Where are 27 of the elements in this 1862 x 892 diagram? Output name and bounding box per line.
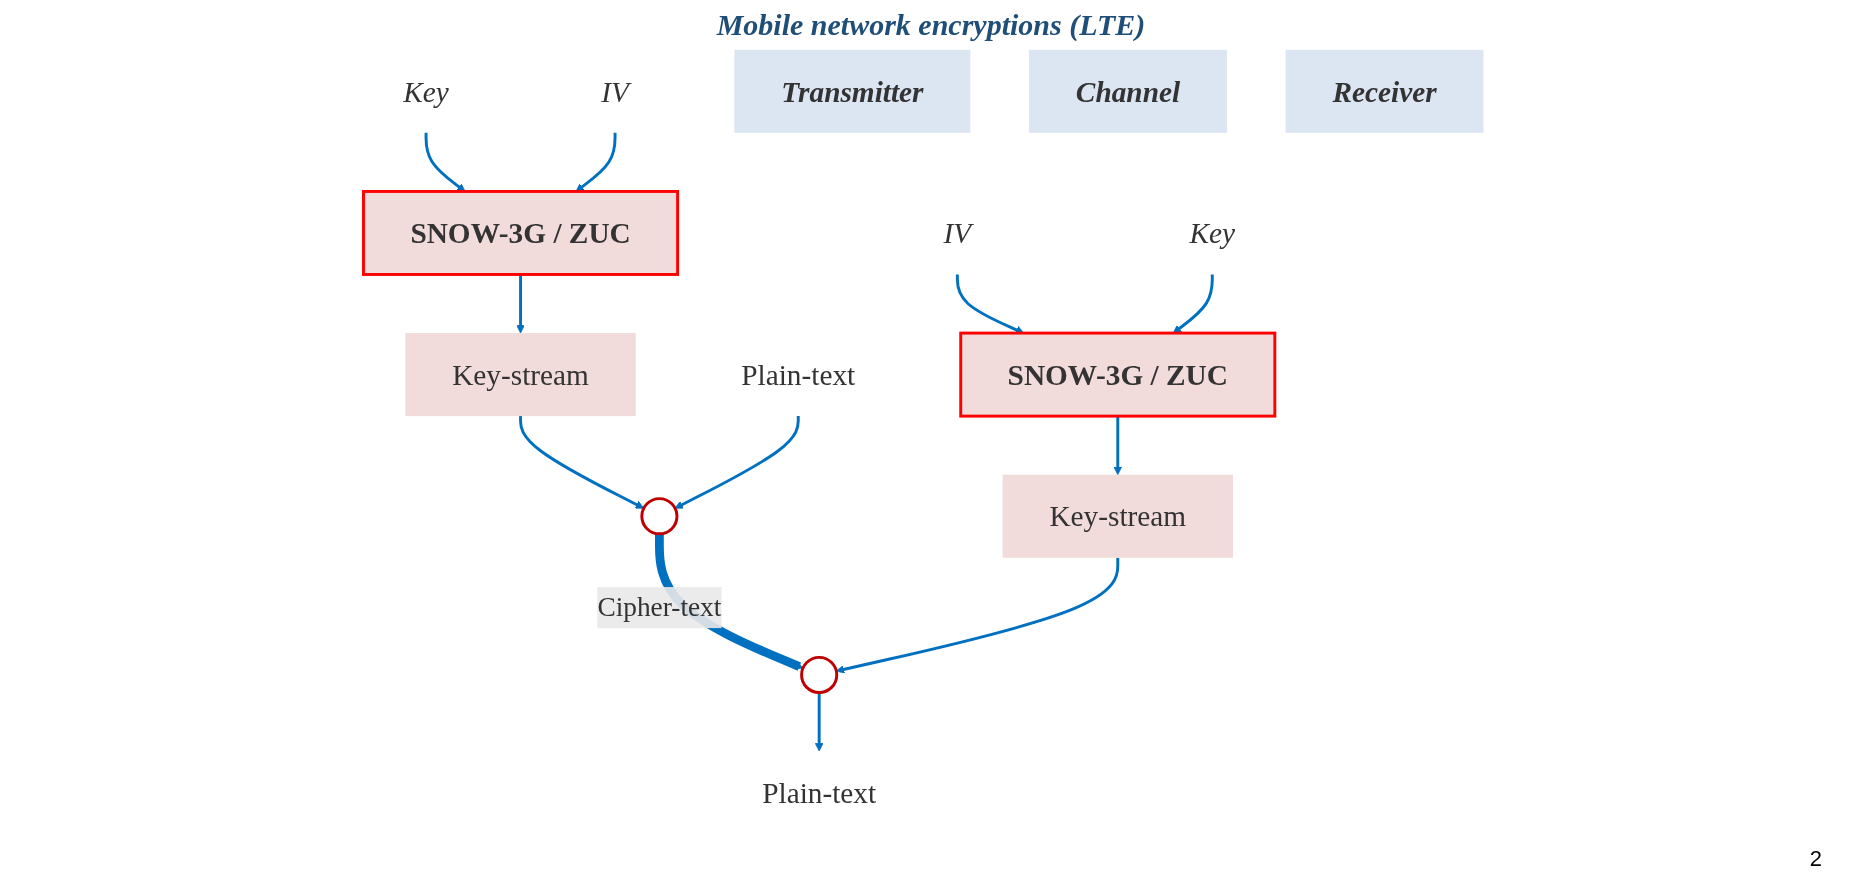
node-box: Channel (1029, 49, 1228, 133)
node-box: SNOW-3G / ZUC (959, 331, 1277, 418)
page-number: 2 (1809, 846, 1822, 871)
node-circle (800, 655, 839, 694)
node-box: Key-stream (405, 333, 636, 417)
node-box: Key-stream (1002, 474, 1234, 558)
node-box: Transmitter (734, 49, 971, 133)
arrow (1172, 274, 1214, 334)
node-box: Receiver (1285, 49, 1484, 133)
node-text: IV (943, 216, 972, 250)
node-box: SNOW-3G / ZUC (362, 190, 680, 276)
arrow (1113, 416, 1123, 476)
node-text: Key (1189, 216, 1236, 250)
arrow (575, 132, 617, 192)
node-text: Key (403, 75, 449, 108)
arrow (519, 416, 645, 509)
title: Mobile network encryptions (LTE) (715, 8, 1147, 42)
arrow (674, 416, 800, 509)
arrow (836, 557, 1120, 674)
edge-label: Cipher-text (597, 591, 722, 623)
arrow (424, 132, 466, 192)
arrow (516, 274, 525, 334)
arrow (814, 692, 824, 752)
node-circle (640, 497, 679, 536)
node-text: Plain-text (762, 776, 877, 809)
arrow (955, 274, 1025, 334)
node-text: Plain-text (741, 358, 856, 391)
